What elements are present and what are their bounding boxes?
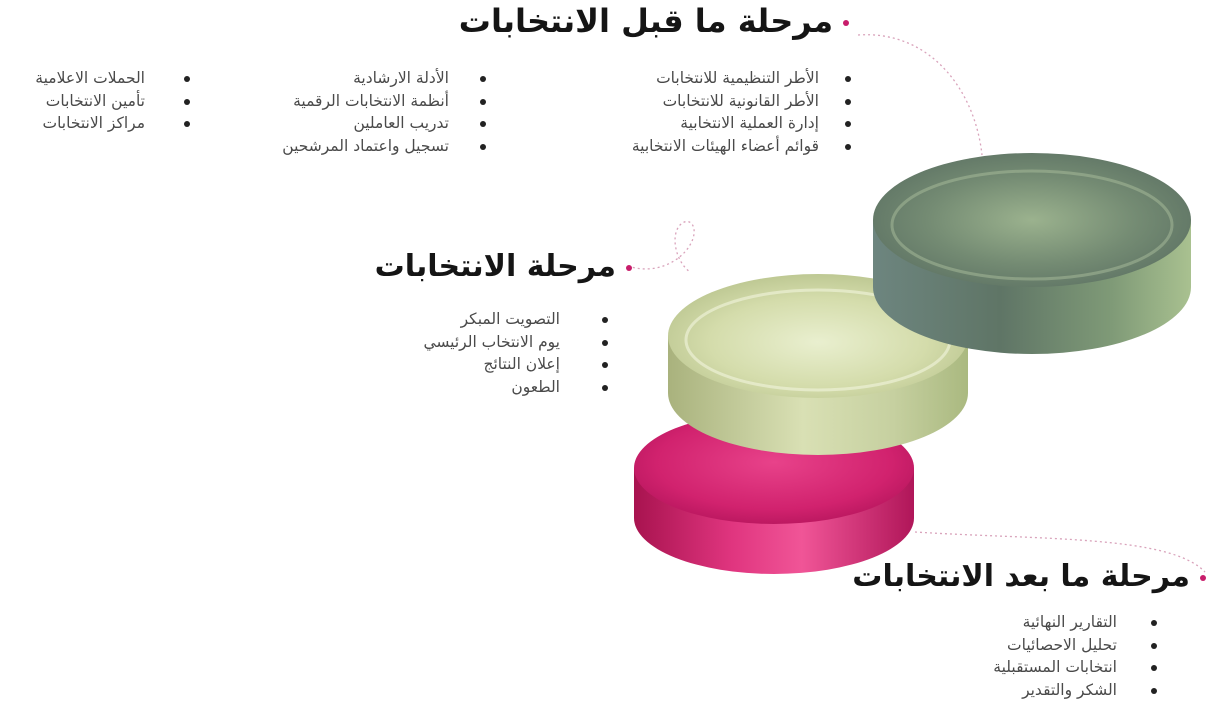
list-item: مراكز الانتخابات: [35, 112, 190, 135]
pre-election-list-col2: الأدلة الارشادية أنظمة الانتخابات الرقمي…: [282, 67, 486, 158]
post-election-list: التقارير النهائية تحليل الاحصائيات انتخا…: [993, 611, 1157, 702]
list-item: الحملات الاعلامية: [35, 67, 190, 90]
connector-pre: [857, 34, 983, 156]
stage-title-text: مرحلة الانتخابات: [374, 249, 616, 284]
list-item: قوائم أعضاء الهيئات الانتخابية: [632, 135, 851, 158]
list-item: يوم الانتخاب الرئيسي: [423, 331, 608, 354]
list-item: الأدلة الارشادية: [282, 67, 486, 90]
election-list: التصويت المبكر يوم الانتخاب الرئيسي إعلا…: [423, 308, 608, 399]
title-bullet-dot: [626, 264, 632, 271]
list-item: الأطر التنظيمية للانتخابات: [632, 67, 851, 90]
list-item: الطعون: [423, 376, 608, 399]
list-item: الأطر القانونية للانتخابات: [632, 90, 851, 113]
stage-title-text: مرحلة ما قبل الانتخابات: [458, 2, 833, 40]
pre-election-list-col3: الحملات الاعلامية تأمين الانتخابات مراكز…: [35, 67, 190, 135]
list-item: إعلان النتائج: [423, 353, 608, 376]
connector-election: [627, 220, 695, 273]
list-item: تأمين الانتخابات: [35, 90, 190, 113]
stage-title-pre-election: مرحلة ما قبل الانتخابات: [459, 3, 849, 40]
disc-pre-election: [873, 153, 1191, 354]
list-item: تدريب العاملين: [282, 112, 486, 135]
list-item: تحليل الاحصائيات: [993, 634, 1157, 657]
list-item: إدارة العملية الانتخابية: [632, 112, 851, 135]
stage-title-text: مرحلة ما بعد الانتخابات: [852, 559, 1190, 594]
title-bullet-dot: [843, 20, 849, 26]
pre-election-list-col1: الأطر التنظيمية للانتخابات الأطر القانون…: [632, 67, 851, 158]
list-item: الشكر والتقدير: [993, 679, 1157, 702]
list-item: تسجيل واعتماد المرشحين: [282, 135, 486, 158]
list-item: التقارير النهائية: [993, 611, 1157, 634]
stage-title-election: مرحلة الانتخابات: [374, 249, 632, 285]
list-item: انتخابات المستقبلية: [993, 656, 1157, 679]
title-bullet-dot: [1200, 574, 1206, 581]
list-item: أنظمة الانتخابات الرقمية: [282, 90, 486, 113]
list-item: التصويت المبكر: [423, 308, 608, 331]
stage-title-post-election: مرحلة ما بعد الانتخابات: [852, 559, 1206, 595]
